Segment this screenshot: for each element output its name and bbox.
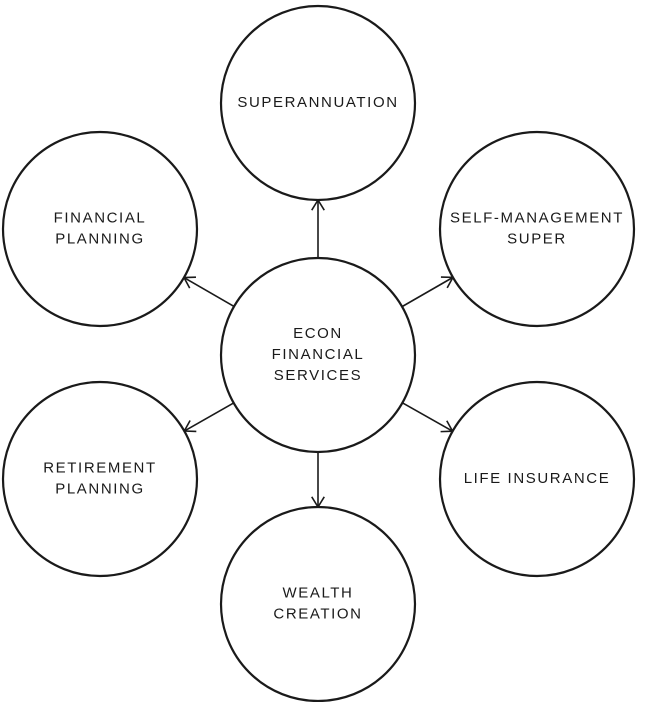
- node-label: LIFE INSURANCE: [464, 470, 611, 487]
- node-circle: [219, 505, 417, 702]
- arrow-shaft: [401, 276, 454, 308]
- arrow-retirement-planning: [182, 402, 235, 433]
- node-retirement-planning: RETIREMENT PLANNING: [1, 380, 199, 578]
- arrow-self-management-super: [401, 276, 455, 308]
- node-financial-planning: FINANCIAL PLANNING: [1, 130, 199, 328]
- node-circle: [1, 380, 199, 578]
- node-circle: [1, 130, 199, 328]
- arrow-wealth-creation: [311, 452, 325, 509]
- node-label: FINANCIAL: [54, 209, 147, 226]
- diagram-nodes: ECON FINANCIAL SERVICES SUPERANNUATION SELF-…: [1, 4, 636, 702]
- node-wealth-creation: WEALTH CREATION: [219, 505, 417, 702]
- node-label: SERVICES: [274, 367, 362, 384]
- node-label: SUPERANNUATION: [237, 94, 398, 111]
- node-superannuation: SUPERANNUATION: [219, 4, 417, 202]
- arrow-shaft: [183, 402, 235, 432]
- node-circle: [219, 4, 417, 202]
- arrow-shaft: [402, 402, 453, 432]
- node-circle: [438, 130, 636, 328]
- node-label: PLANNING: [55, 480, 145, 497]
- node-label: WEALTH: [283, 584, 354, 601]
- node-label: RETIREMENT: [43, 459, 157, 476]
- node-self-management-super: SELF-MANAGEMENT SUPER: [438, 130, 636, 328]
- node-circle: [438, 380, 636, 578]
- node-label: ECON: [293, 325, 343, 342]
- node-circle: [219, 256, 417, 454]
- node-label: CREATION: [273, 605, 362, 622]
- arrow-superannuation: [311, 198, 325, 258]
- node-label: FINANCIAL: [272, 346, 365, 363]
- node-center: ECON FINANCIAL SERVICES: [219, 256, 417, 454]
- node-label: SELF-MANAGEMENT: [450, 209, 624, 226]
- node-label: PLANNING: [55, 230, 145, 247]
- arrow-financial-planning: [182, 276, 235, 308]
- node-life-insurance: LIFE INSURANCE: [438, 380, 636, 578]
- arrow-shaft: [183, 276, 235, 308]
- arrow-life-insurance: [402, 402, 454, 433]
- node-label: SUPER: [507, 230, 567, 247]
